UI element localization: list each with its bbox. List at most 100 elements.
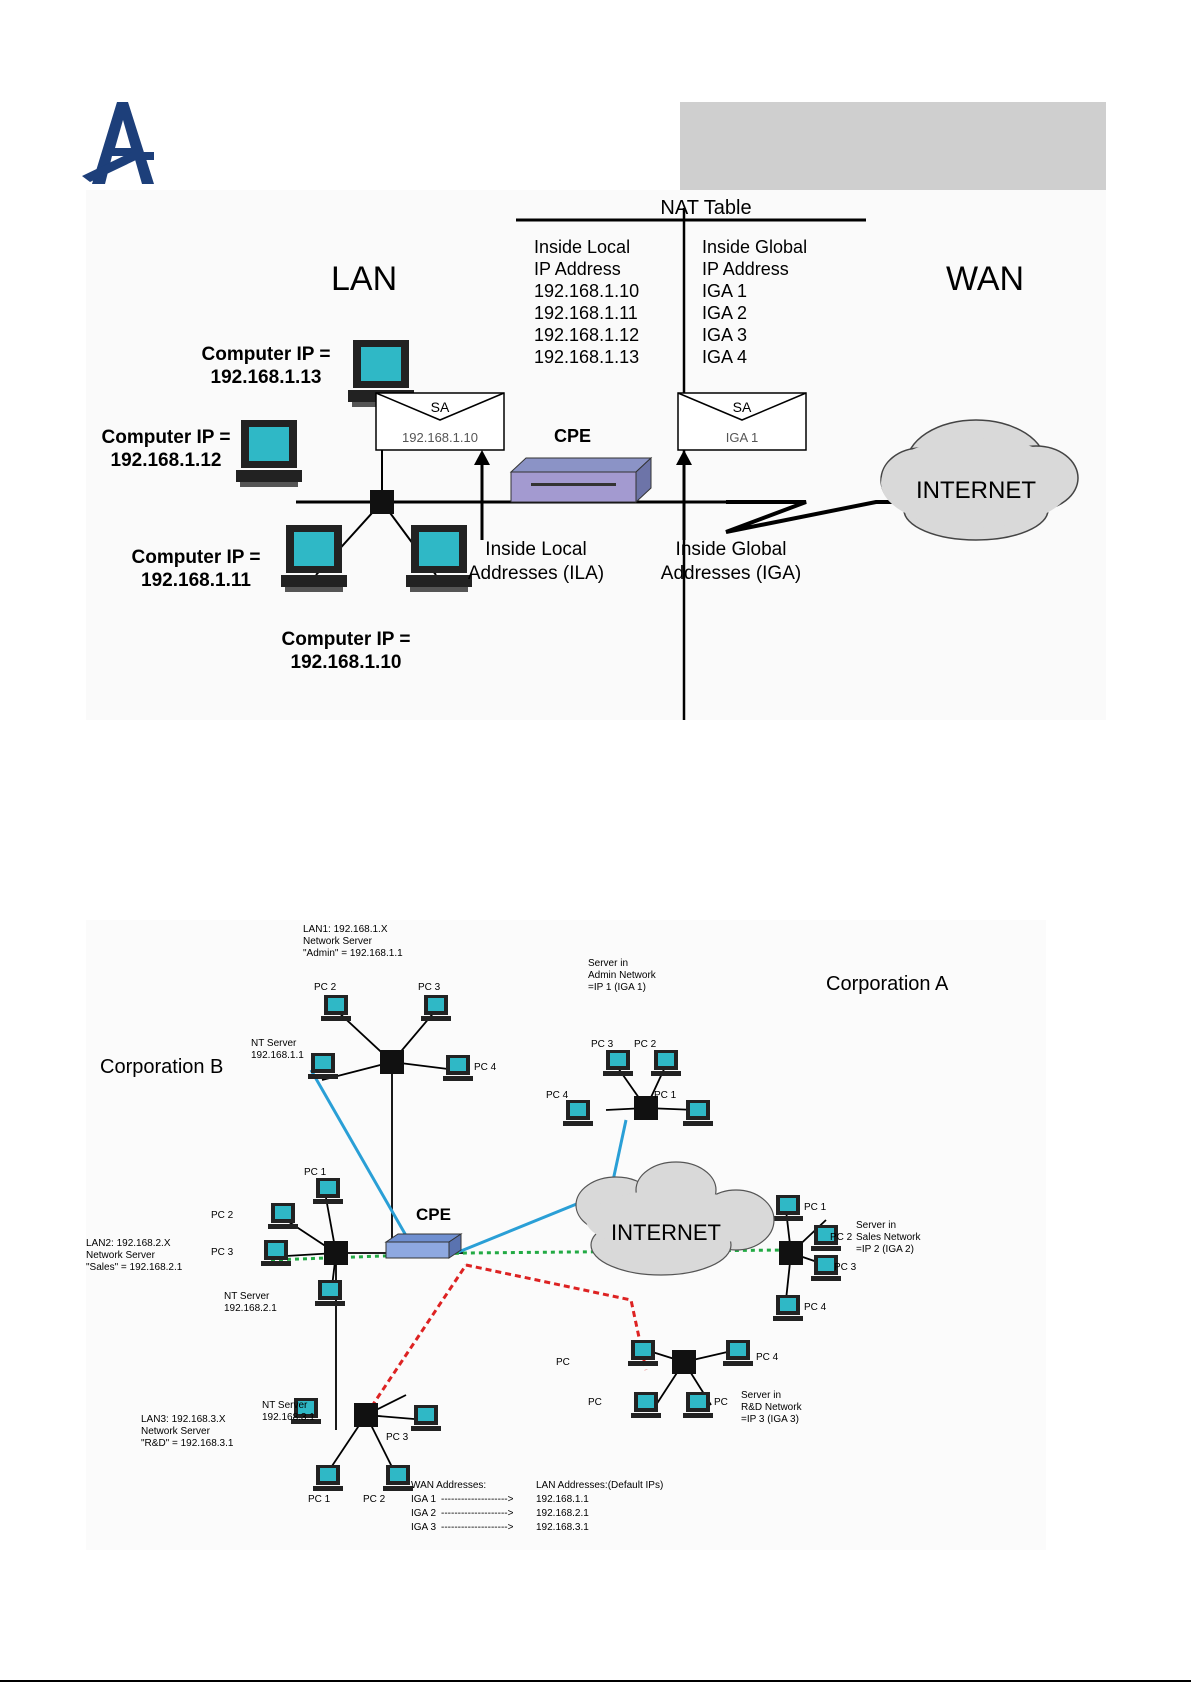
- map-arrow-1: -------------------->: [441, 1494, 514, 1505]
- cpe-label: CPE: [416, 1205, 451, 1224]
- hub-rd: [672, 1350, 696, 1374]
- pc-icon: [261, 1240, 291, 1266]
- computer-12-label-2: 192.168.1.12: [111, 450, 222, 471]
- pc-label: PC 3: [386, 1432, 409, 1443]
- global-ip-4: IGA 4: [702, 347, 747, 367]
- srv-admin-2: Admin Network: [588, 970, 657, 981]
- hub-lan1: [380, 1050, 404, 1074]
- pc-icon: [723, 1340, 753, 1366]
- local-header-2: IP Address: [534, 259, 621, 279]
- local-ip-4: 192.168.1.13: [534, 347, 639, 367]
- pc-icon: [563, 1100, 593, 1126]
- local-ip-2: 192.168.1.11: [534, 303, 638, 323]
- pc-icon: [811, 1255, 841, 1281]
- pc-icon: [383, 1465, 413, 1491]
- corp-b-label: Corporation B: [100, 1056, 223, 1078]
- nt1-line1: NT Server: [251, 1038, 297, 1049]
- computer-11-label-2: 192.168.1.11: [141, 570, 251, 591]
- multi-lan-diagram: CPE INTERNET Corporation A Corporation B…: [86, 920, 1046, 1550]
- srv-sales-2: Sales Network: [856, 1232, 921, 1243]
- local-ip-1: 192.168.1.10: [534, 281, 639, 301]
- pc-icon: [683, 1392, 713, 1418]
- map-arrow-3: -------------------->: [441, 1522, 514, 1533]
- pc-label: PC 1: [654, 1090, 677, 1101]
- pc-icon: [321, 995, 351, 1021]
- pc-icon: [773, 1195, 803, 1221]
- map-wan-3: IGA 3: [411, 1522, 436, 1533]
- local-ip-3: 192.168.1.12: [534, 325, 639, 345]
- ila-label-1: Inside Local: [485, 539, 586, 560]
- pc-label: PC 2: [314, 982, 337, 993]
- lan1-line1: LAN1: 192.168.1.X: [303, 924, 388, 935]
- hub-lan2: [324, 1241, 348, 1265]
- corp-a-label: Corporation A: [826, 973, 949, 995]
- sa-global-ip: IGA 1: [726, 430, 759, 445]
- computer-13-label-1: Computer IP =: [202, 344, 331, 365]
- lan3-line3: "R&D" = 192.168.3.1: [141, 1438, 234, 1449]
- map-wan-2: IGA 2: [411, 1508, 436, 1519]
- cpe-router: [509, 456, 653, 504]
- pc-icon: [811, 1225, 841, 1251]
- srv-rd-2: R&D Network: [741, 1402, 803, 1413]
- pc-label: PC: [556, 1357, 570, 1368]
- rd-link-2: [364, 1264, 468, 1416]
- map-wan-1: IGA 1: [411, 1494, 436, 1505]
- internet-label: INTERNET: [611, 1220, 721, 1245]
- pc-icon: [313, 1178, 343, 1204]
- cpe-router: [384, 1233, 463, 1259]
- pc-icon: [315, 1280, 345, 1306]
- wan-label: WAN: [946, 260, 1024, 298]
- computer-icon-10: [406, 525, 472, 592]
- local-header-1: Inside Local: [534, 237, 630, 257]
- computer-10-label-2: 192.168.1.10: [291, 652, 402, 673]
- lan3-line2: Network Server: [141, 1426, 211, 1437]
- pc-label: PC: [588, 1397, 602, 1408]
- nt2-line1: NT Server: [224, 1291, 270, 1302]
- iga-label-2: Addresses (IGA): [661, 563, 801, 584]
- computer-10-label-1: Computer IP =: [282, 629, 411, 650]
- pc-icon: [628, 1340, 658, 1366]
- srv-admin-3: =IP 1 (IGA 1): [588, 982, 646, 993]
- pc-label: PC 1: [804, 1202, 827, 1213]
- srv-sales-3: =IP 2 (IGA 2): [856, 1244, 914, 1255]
- pc-label: PC 3: [211, 1247, 234, 1258]
- sa-local-label: SA: [431, 399, 450, 415]
- pc-label: PC 4: [756, 1352, 779, 1363]
- sa-envelope-local: [375, 392, 505, 451]
- computer-icon-13: [348, 340, 414, 407]
- pc-label: PC 4: [546, 1090, 569, 1101]
- pc-icon: [308, 1053, 338, 1079]
- computer-icon-12: [236, 420, 302, 487]
- global-header-1: Inside Global: [702, 237, 807, 257]
- map-lan-2: 192.168.2.1: [536, 1508, 589, 1519]
- nt2-line2: 192.168.2.1: [224, 1303, 277, 1314]
- srv-rd-3: =IP 3 (IGA 3): [741, 1414, 799, 1425]
- pc-icon: [773, 1295, 803, 1321]
- nt3-line1: NT Server: [262, 1400, 308, 1411]
- global-ip-3: IGA 3: [702, 325, 747, 345]
- pc-icon: [683, 1100, 713, 1126]
- lan2-line3: "Sales" = 192.168.2.1: [86, 1262, 183, 1273]
- hub-sales: [779, 1241, 803, 1265]
- iga-label-1: Inside Global: [676, 539, 787, 560]
- internet-label: INTERNET: [916, 477, 1036, 504]
- nat-table-title: NAT Table: [660, 197, 751, 219]
- sa-envelope-global: [677, 392, 807, 451]
- pc-icon: [268, 1203, 298, 1229]
- global-ip-2: IGA 2: [702, 303, 747, 323]
- lan3-line1: LAN3: 192.168.3.X: [141, 1414, 226, 1425]
- srv-sales-1: Server in: [856, 1220, 896, 1231]
- lan2-line2: Network Server: [86, 1250, 156, 1261]
- sa-global-label: SA: [733, 399, 752, 415]
- pc-icon: [421, 995, 451, 1021]
- pc-label: PC 2: [830, 1232, 853, 1243]
- pc-icon: [313, 1465, 343, 1491]
- srv-rd-1: Server in: [741, 1390, 781, 1401]
- hub-admin: [634, 1096, 658, 1120]
- pc-label: PC 1: [308, 1494, 331, 1505]
- header-gray-box: [680, 102, 1106, 193]
- cpe-label: CPE: [554, 426, 591, 446]
- global-ip-1: IGA 1: [702, 281, 747, 301]
- map-lan-3: 192.168.3.1: [536, 1522, 589, 1533]
- pc-label: PC 2: [634, 1039, 657, 1050]
